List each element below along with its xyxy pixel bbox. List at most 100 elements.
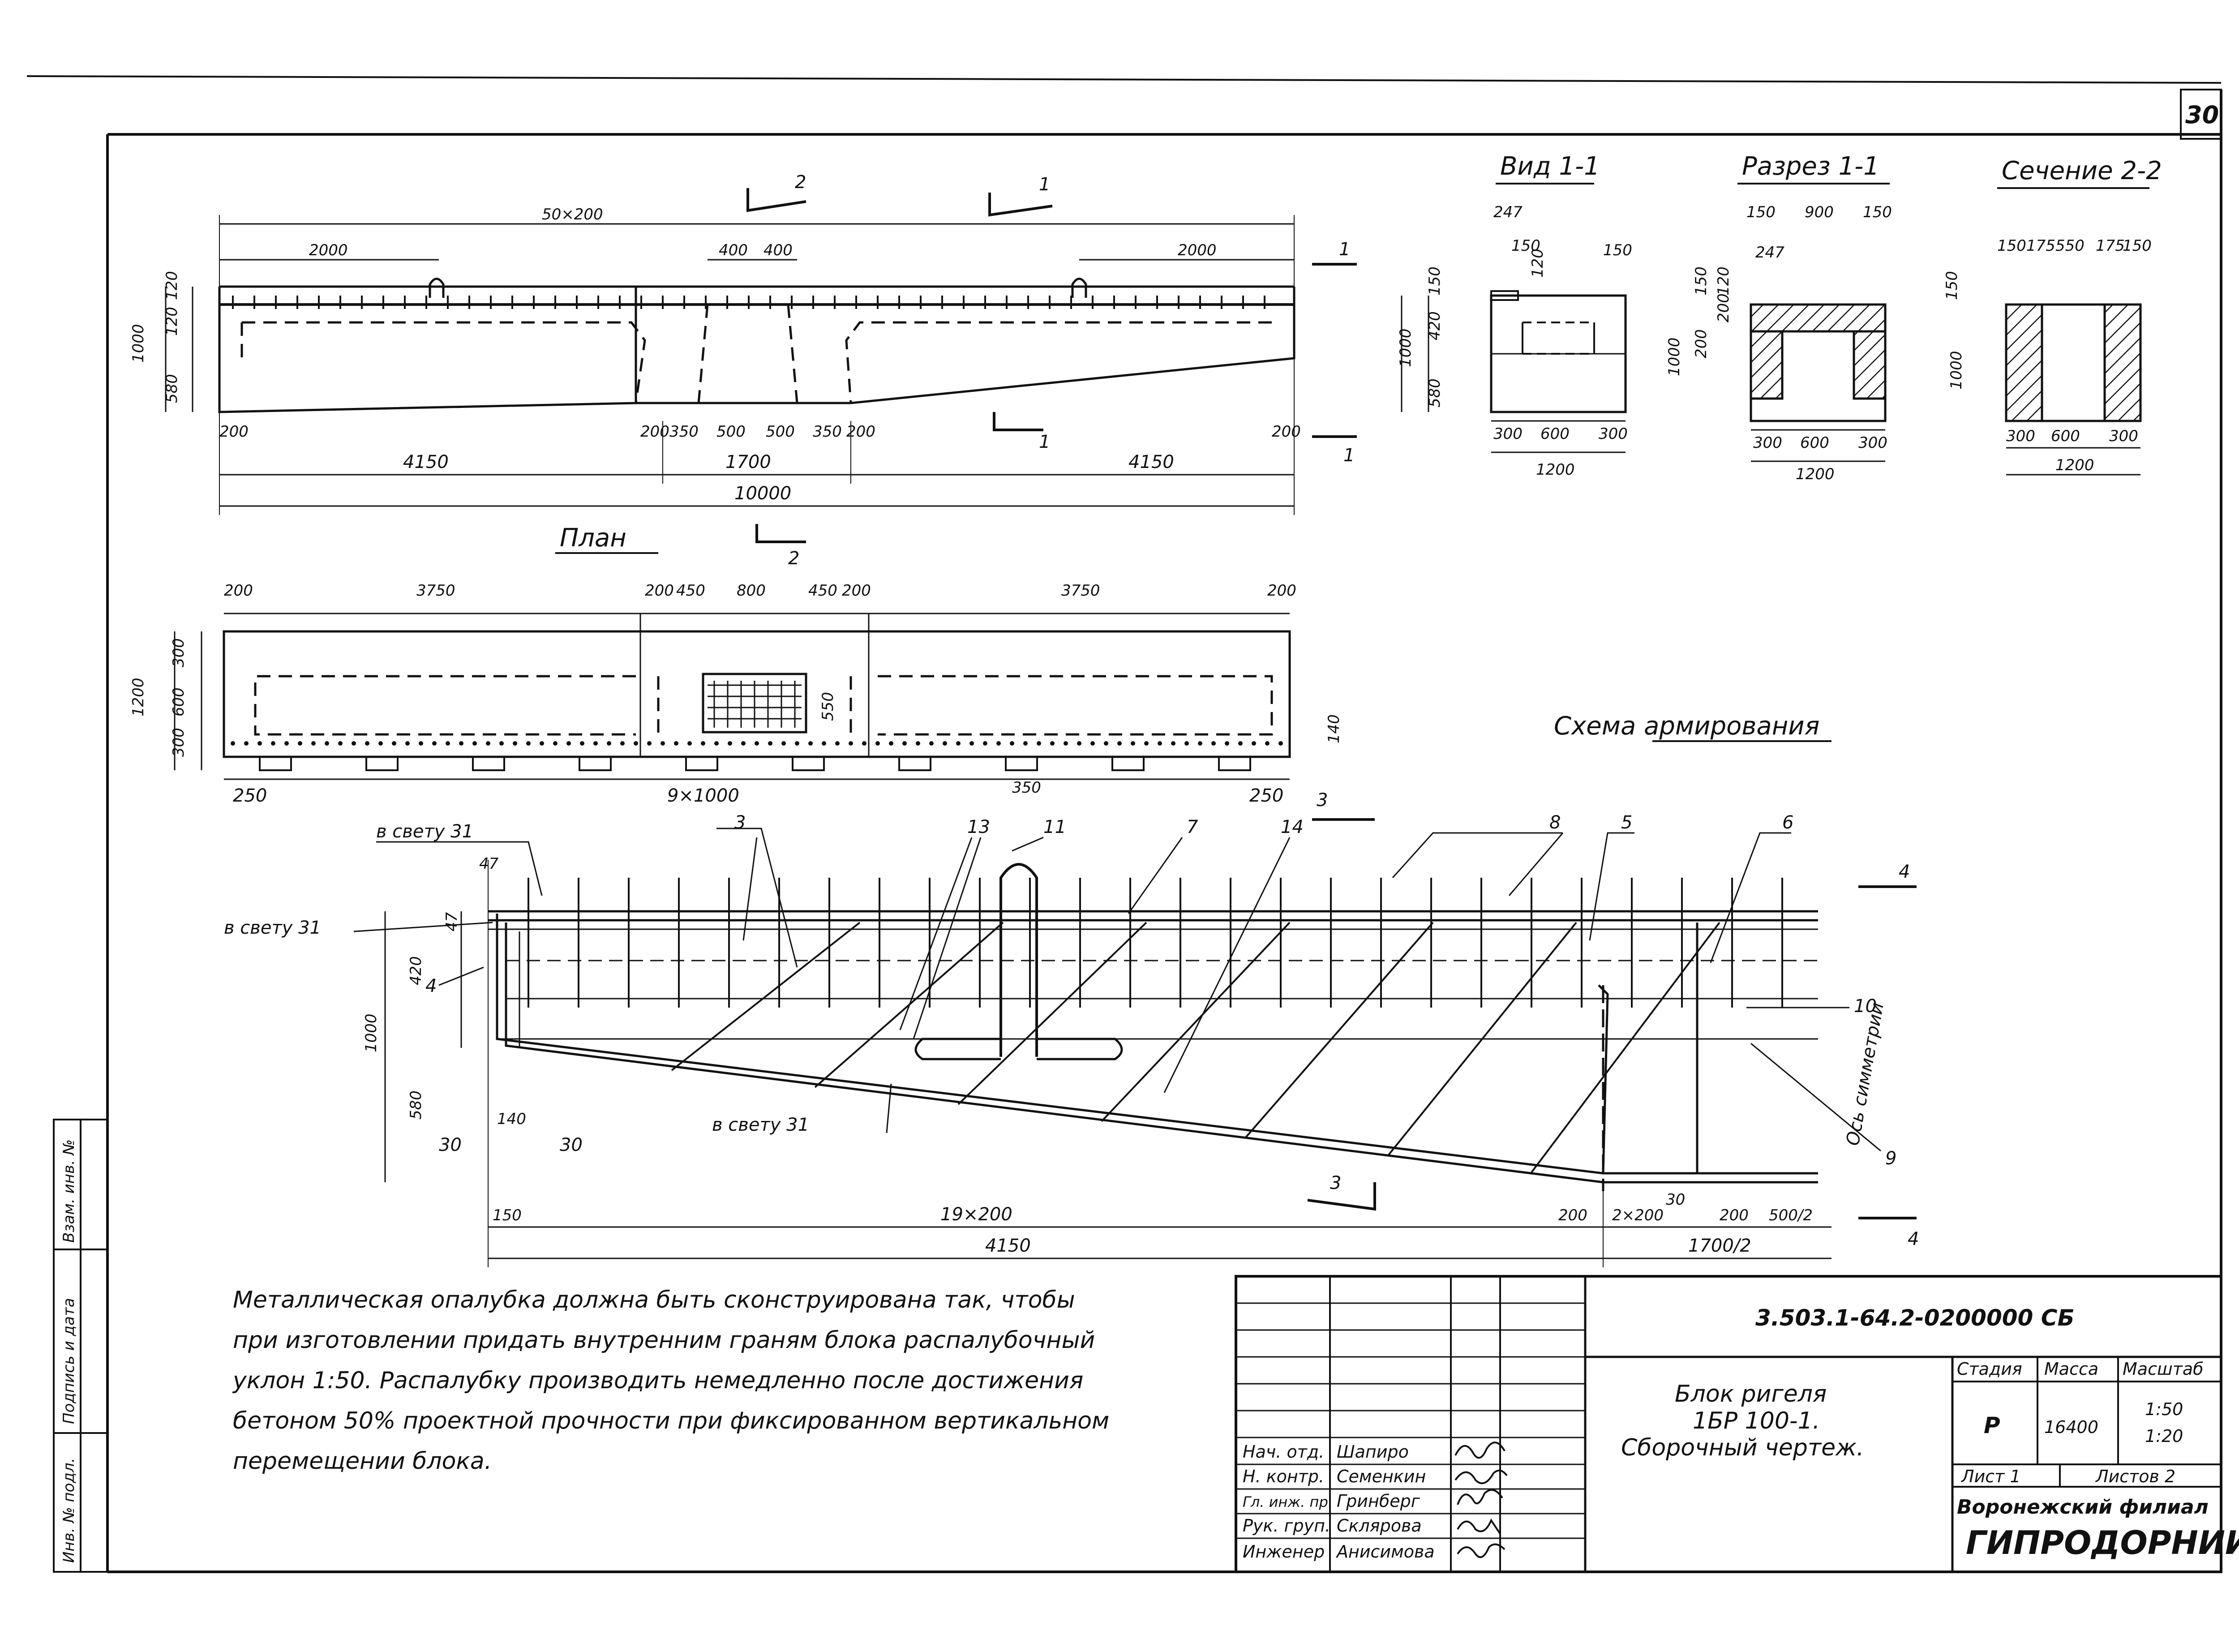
tb-doc-code: 3.503.1-64.2-0200000 СБ <box>1755 1305 2075 1331</box>
title-block: 3.503.1-64.2-0200000 СБ Блок ригеля 1БР … <box>1235 1275 2239 1573</box>
s11-dim-150b: 150 <box>1863 203 1892 221</box>
plan-dot <box>1198 741 1202 746</box>
plan-dot <box>1064 741 1068 746</box>
plan-dim-top-1: 200 <box>224 582 253 600</box>
tb-sheets: Листов 2 <box>2095 1467 2175 1486</box>
tb-header-scale: Масштаб <box>2123 1359 2204 1379</box>
page-number: 30 <box>2185 101 2219 129</box>
rein-dim-bot-200a: 200 <box>1558 1206 1587 1224</box>
plan-view: План 200 3750 200 450 800 450 200 3750 2… <box>129 523 1343 806</box>
plan-dim-bot-9x1000: 9×1000 <box>667 785 739 806</box>
plan-dot <box>634 741 638 746</box>
plan-dot <box>311 741 316 746</box>
plan-dot <box>325 741 329 746</box>
plan-dot <box>1010 741 1014 746</box>
elev-dim-top-mid2: 400 <box>763 241 793 259</box>
plan-dot <box>849 741 853 746</box>
rein-marker-14: 14 <box>1281 817 1304 837</box>
elev-dim-top-right: 2000 <box>1178 241 1217 259</box>
tb-stage: Р <box>1984 1412 2000 1438</box>
elev-dim-bot-4: 500 <box>716 423 746 441</box>
rein-clear-label-left: в свету 31 <box>224 918 321 938</box>
rein-dim-bot-30: 30 <box>1666 1191 1685 1209</box>
tb-scale-1: 1:50 <box>2145 1399 2183 1419</box>
plan-dot <box>741 741 746 746</box>
plan-dot <box>566 741 571 746</box>
elev-dim-bot-2: 200 <box>640 423 669 441</box>
plan-pad <box>579 756 612 771</box>
elev-dim-10000: 10000 <box>734 483 791 504</box>
s11-dim-247: 247 <box>1755 244 1784 262</box>
tb-sig-name-3: Гринберг <box>1337 1491 1420 1511</box>
plan-pad <box>1218 756 1251 771</box>
plan-dot <box>1158 741 1162 746</box>
rein-marker-4-right-top: 4 <box>1899 862 1910 882</box>
v11-dim-120: 120 <box>1529 249 1547 278</box>
s22-dim-150b: 150 <box>2123 237 2152 255</box>
section-1-1: Разрез 1-1 150 900 150 247 150 200 120 1… <box>1665 152 1892 483</box>
plan-dim-top-8: 3750 <box>1061 582 1100 600</box>
s22-dim-175a: 175 <box>2026 237 2055 255</box>
tb-sig-role-3: Гл. инж. пр. <box>1243 1493 1333 1510</box>
rein-marker-3: 3 <box>734 812 746 833</box>
plan-dot <box>943 741 947 746</box>
note-line-2: при изготовлении придать внутренним гран… <box>233 1327 1095 1354</box>
v11-dim-580: 580 <box>1426 378 1444 408</box>
plan-dim-left-600: 600 <box>170 687 188 717</box>
plan-pad <box>365 756 399 771</box>
rein-marker-9: 9 <box>1885 1148 1896 1169</box>
tb-scale-2: 1:20 <box>2145 1426 2183 1446</box>
plan-dot <box>808 741 813 746</box>
v11-dim-300a: 300 <box>1493 425 1523 443</box>
plan-dot <box>1265 741 1270 746</box>
rein-dim-bot-19x200: 19×200 <box>940 1204 1012 1225</box>
plan-dim-140: 140 <box>1325 714 1343 743</box>
elev-dim-bot-3: 350 <box>669 423 699 441</box>
plan-dot <box>687 741 692 746</box>
tb-sig-name-5: Анисимова <box>1335 1542 1435 1562</box>
tb-header-stage: Стадия <box>1957 1359 2022 1379</box>
plan-dot <box>1252 741 1256 746</box>
s11-dim-300b: 300 <box>1858 434 1887 452</box>
plan-dot <box>835 741 840 746</box>
view-1-1: Вид 1-1 247 150 120 150 150 1000 420 580… <box>1397 152 1632 479</box>
rein-marker-7: 7 <box>1187 817 1198 837</box>
plan-dot <box>472 741 477 746</box>
rein-dim-bot-2x200: 2×200 <box>1612 1206 1664 1224</box>
rein-dim-left-47b: 47 <box>443 912 461 931</box>
elev-marker-1-top: 1 <box>1039 174 1050 195</box>
rein-dim-bot-150: 150 <box>493 1206 522 1224</box>
plan-pad <box>472 756 505 771</box>
plan-dot <box>862 741 866 746</box>
plan-dot <box>1171 741 1175 746</box>
tb-sig-role-2: Н. контр. <box>1243 1467 1324 1486</box>
note-line-4: бетоном 50% проектной прочности при фикс… <box>233 1407 1109 1434</box>
elev-dim-left-120a: 120 <box>163 271 181 300</box>
v11-dim-420: 420 <box>1426 311 1444 340</box>
plan-dim-bot-250a: 250 <box>233 785 267 806</box>
plan-dim-top-5: 800 <box>737 582 766 600</box>
reinforcement-stirrups <box>528 878 1783 1008</box>
tb-name-line-1: Блок ригеля <box>1675 1381 1827 1407</box>
plan-dot <box>929 741 934 746</box>
elev-dim-top-mid1: 400 <box>719 241 748 259</box>
rein-dim-left-47a: 47 <box>479 855 499 873</box>
rein-marker-6: 6 <box>1782 812 1793 833</box>
elev-dim-left-1000: 1000 <box>129 324 147 363</box>
section-2-2: Сечение 2-2 150 175 550 175 150 150 1000… <box>1943 156 2162 476</box>
plan-dot <box>902 741 907 746</box>
v11-dim-1000: 1000 <box>1397 328 1415 367</box>
rein-dim-bot-500-2: 500/2 <box>1769 1206 1813 1224</box>
plan-dot <box>875 741 880 746</box>
section-2-2-title: Сечение 2-2 <box>2002 156 2162 185</box>
elev-dim-bot-8: 200 <box>1272 423 1301 441</box>
plan-dot <box>298 741 302 746</box>
diagonal-bar <box>1101 922 1291 1122</box>
plan-dot <box>714 741 719 746</box>
plan-dot <box>499 741 504 746</box>
plan-dot <box>284 741 289 746</box>
view-1-1-title: Вид 1-1 <box>1500 152 1600 181</box>
diagonal-bar <box>957 922 1147 1105</box>
